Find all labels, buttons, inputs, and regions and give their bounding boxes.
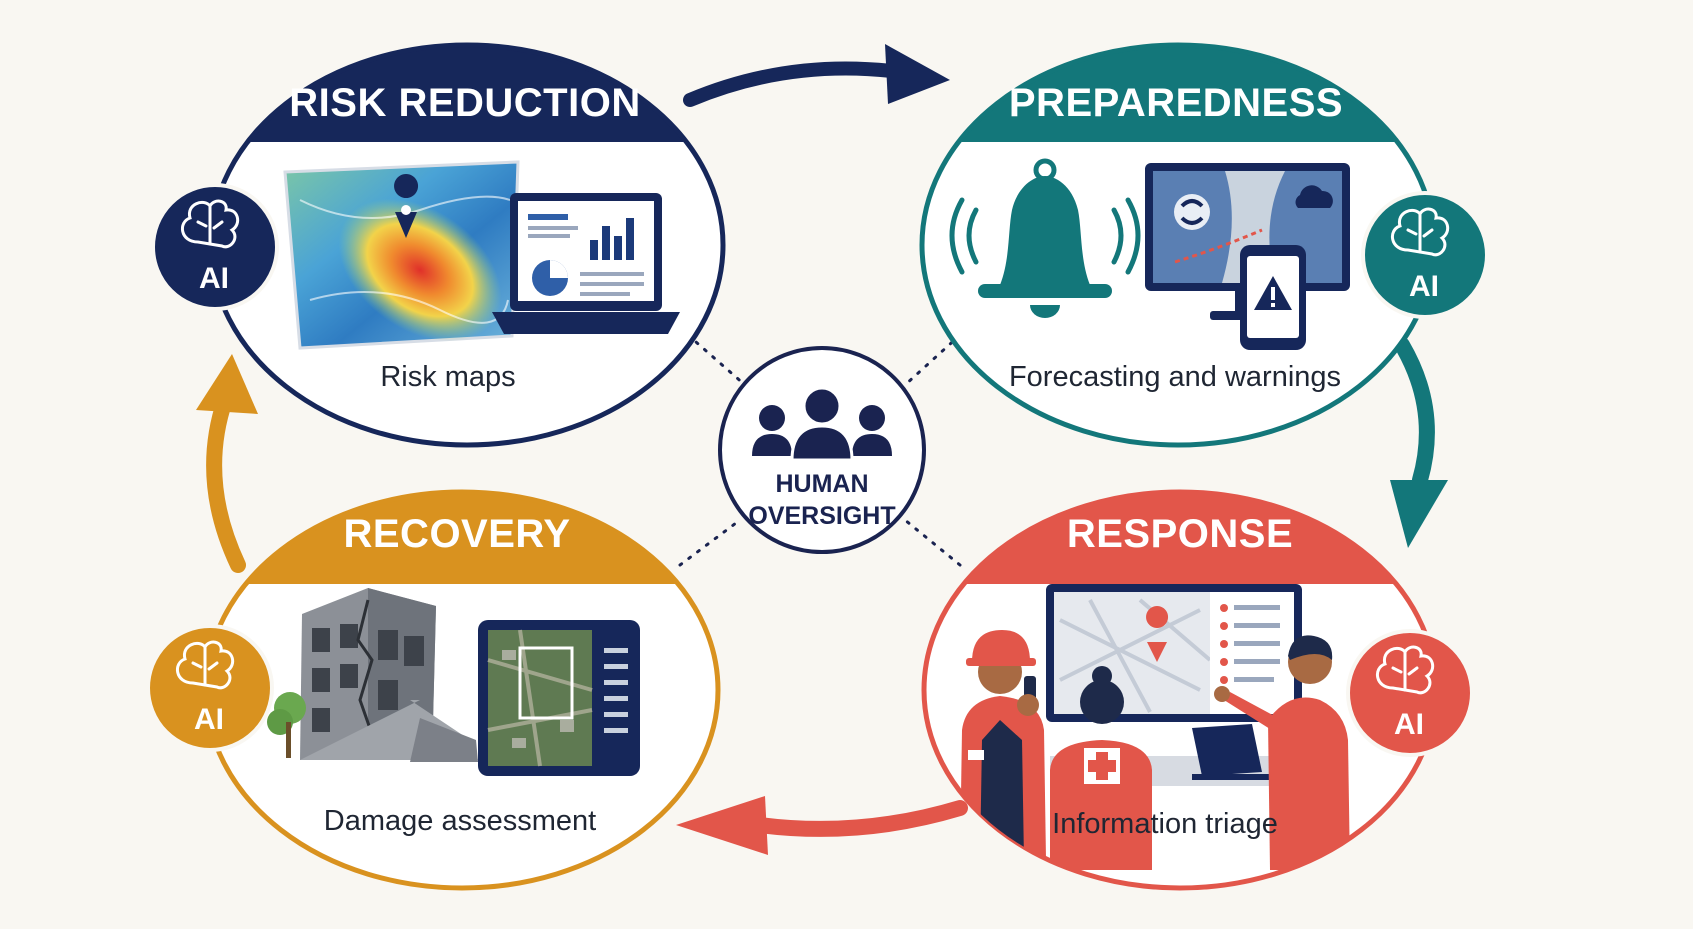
arrow-response-to-recovery <box>752 800 968 837</box>
damaged-building-icon <box>267 588 478 762</box>
pointing-responder-icon <box>1214 635 1350 870</box>
ai-label-response: AI <box>1394 708 1424 741</box>
preparedness-caption: Forecasting and warnings <box>1009 361 1341 393</box>
recovery-title: RECOVERY <box>343 512 570 556</box>
preparedness-title: PREPAREDNESS <box>1009 81 1343 125</box>
cycle-arrows <box>196 44 1448 855</box>
arrowhead-risk-to-preparedness <box>885 44 950 104</box>
seated-medic-icon <box>1050 666 1152 870</box>
ai-badge-recovery: AI <box>146 624 274 752</box>
oversight-line-2: OVERSIGHT <box>748 502 895 530</box>
alarm-bell-icon <box>949 158 1141 318</box>
ai-label-recovery: AI <box>194 703 224 736</box>
stage-response: RESPONSE <box>921 489 1474 891</box>
risk-reduction-title: RISK REDUCTION <box>289 81 640 125</box>
ai-badge-risk-reduction: AI <box>151 183 279 311</box>
oversight-line-1: HUMAN <box>775 470 868 498</box>
stage-preparedness: PREPAREDNESS <box>919 42 1489 448</box>
connector-preparedness <box>903 333 962 387</box>
brain-circuit-icon <box>1391 207 1450 257</box>
brain-circuit-icon <box>181 199 240 249</box>
connector-recovery <box>678 518 742 567</box>
warning-phone-icon <box>1240 245 1306 350</box>
laptop-icon <box>1192 724 1276 780</box>
arrow-recovery-to-risk <box>206 392 246 573</box>
human-oversight-hub: HUMAN OVERSIGHT <box>718 346 926 554</box>
response-caption: Information triage <box>1052 808 1278 840</box>
arrowhead-response-to-recovery <box>676 796 768 855</box>
arrow-preparedness-to-response <box>1394 337 1435 488</box>
risk-reduction-caption: Risk maps <box>380 361 515 393</box>
connector-risk <box>686 333 747 387</box>
arrowhead-preparedness-to-response <box>1390 480 1448 548</box>
ai-badge-preparedness: AI <box>1361 191 1489 319</box>
laptop-dashboard-icon <box>492 193 680 334</box>
oversight-connectors <box>678 333 962 567</box>
arrow-risk-to-preparedness <box>683 61 907 107</box>
ai-badge-response: AI <box>1346 629 1474 757</box>
responder-with-radio-icon <box>960 630 1046 860</box>
connector-response <box>903 518 962 567</box>
satellite-imagery-tablet-icon <box>478 620 640 776</box>
brain-circuit-icon <box>176 640 235 690</box>
recovery-caption: Damage assessment <box>324 805 596 837</box>
arrowhead-recovery-to-risk <box>196 354 258 414</box>
heat-map-icon <box>283 160 520 350</box>
response-title: RESPONSE <box>1067 512 1293 556</box>
ai-label-risk-reduction: AI <box>199 262 229 295</box>
people-group-icon <box>752 386 892 462</box>
ai-label-preparedness: AI <box>1409 270 1439 303</box>
brain-circuit-icon <box>1376 645 1435 695</box>
